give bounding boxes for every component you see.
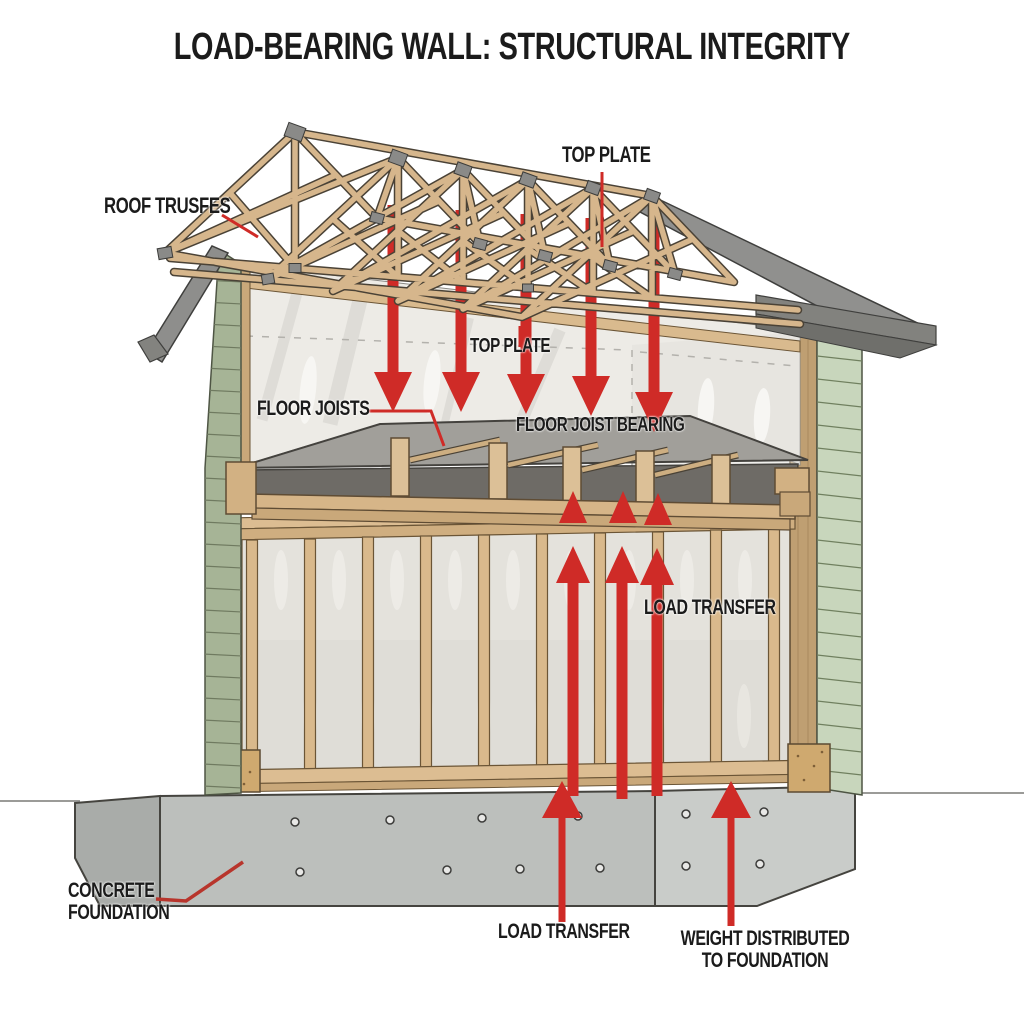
gusset-plates: [156, 121, 684, 293]
roof-trusses-label: ROOF TRUSFES: [104, 193, 231, 218]
leader-lines: [155, 172, 604, 903]
roof-trusses-lattice: [160, 127, 805, 329]
floor-joists-label: FLOOR JOISTS: [257, 397, 370, 420]
top-plate-upper-label: TOP PLATE: [562, 142, 651, 167]
load-transfer-bottom-label: LOAD TRANSFER: [498, 920, 630, 943]
load-up-arrows-wall: [556, 546, 674, 799]
concrete-foundation-shape: [74, 784, 856, 907]
load-up-arrows-foundation: [542, 781, 751, 926]
left-gable-siding: [137, 245, 242, 796]
floor-joist-bearing-label: FLOOR JOIST BEARING: [516, 414, 685, 436]
anchor-bolts: [290, 807, 769, 877]
load-up-arrowheads: [559, 491, 672, 525]
top-plate-mid-label: TOP PLATE: [470, 335, 551, 357]
joist-ends: [390, 437, 731, 508]
page-title: LOAD-BEARING WALL: STRUCTURAL INTEGRITY: [0, 26, 1024, 69]
ground-line: [0, 792, 1024, 802]
receding-joists: [409, 436, 739, 479]
load-transfer-mid-label: LOAD TRANSFER: [644, 596, 776, 619]
right-siding: [816, 335, 863, 796]
title-text: LOAD-BEARING WALL: STRUCTURAL INTEGRITY: [173, 26, 851, 68]
